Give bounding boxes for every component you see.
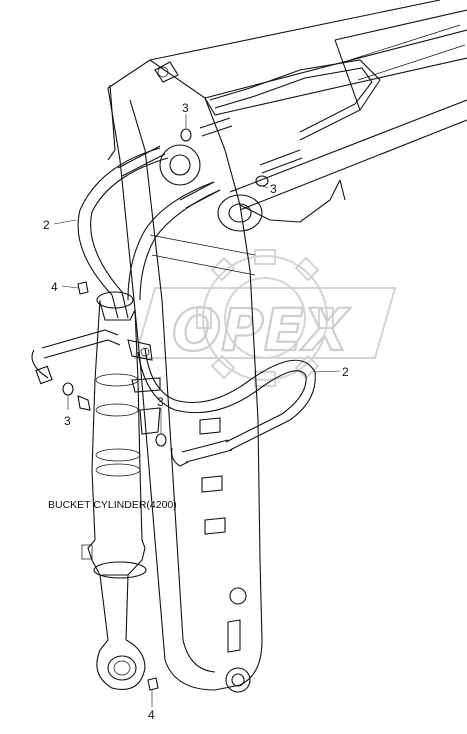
arm [107, 59, 341, 693]
callout-o-ring: 3 [270, 182, 277, 196]
fittings [77, 281, 159, 691]
callout-hose: 2 [342, 365, 349, 379]
boom [149, 0, 467, 211]
bucket-cylinder [77, 291, 161, 690]
o-ring-icon [62, 382, 74, 396]
o-ring-icon [155, 433, 167, 447]
callout-fitting: 4 [51, 280, 58, 294]
callouts: 3 3 2 4 2 3 3 4 [43, 101, 349, 722]
hose-assembly [31, 59, 381, 467]
watermark-logo: OPEX [133, 249, 397, 387]
watermark-text: OPEX [172, 296, 351, 364]
callout-o-ring: 3 [157, 395, 164, 409]
fitting-icon [147, 677, 159, 691]
callout-hose: 2 [43, 218, 50, 232]
callout-o-ring: 3 [182, 101, 189, 115]
callout-o-ring: 3 [64, 414, 71, 428]
callout-fitting: 4 [148, 708, 155, 722]
o-ring-icon [180, 128, 192, 142]
component-label: BUCKET CYLINDER(4200) [48, 499, 177, 511]
fitting-icon [77, 281, 89, 295]
leader-lines [53, 114, 341, 707]
